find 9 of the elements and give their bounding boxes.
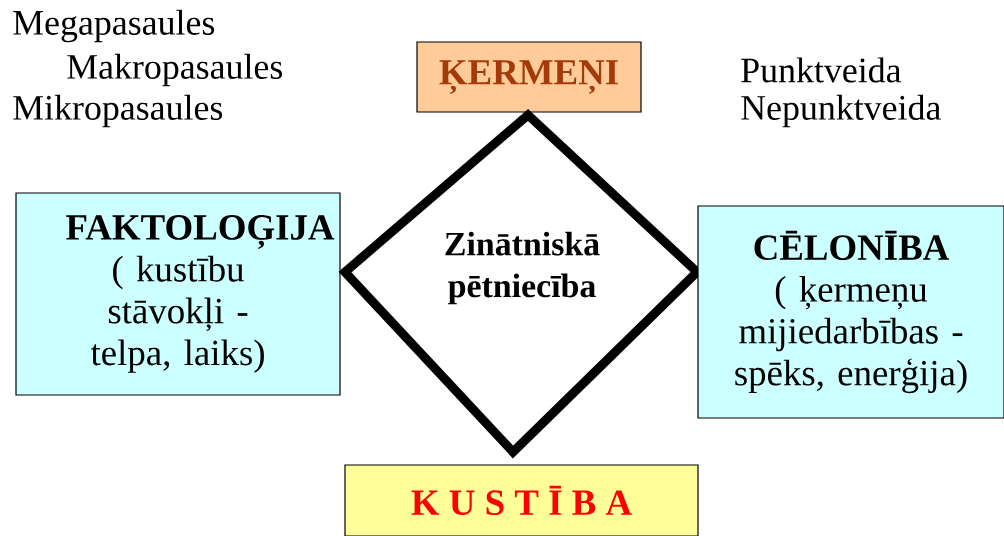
text-box: ĶERMEŅI (416, 41, 642, 113)
label: Megapasaules (13, 9, 215, 43)
text-box: CĒLONĪBA ( ķermeņu mijiedarbības - spēks, enerģija) (697, 205, 1004, 419)
text-box: FAKTOLOĢIJA ( kustību stāvokļi - telpa, laiks) (15, 192, 341, 396)
label: Makropasaules (67, 53, 283, 87)
label: Mikropasaules (13, 94, 223, 128)
text-box: K U S T Ī B A (344, 464, 699, 536)
label: Punktveida (741, 57, 902, 83)
label: Nepunktveida (741, 94, 941, 128)
